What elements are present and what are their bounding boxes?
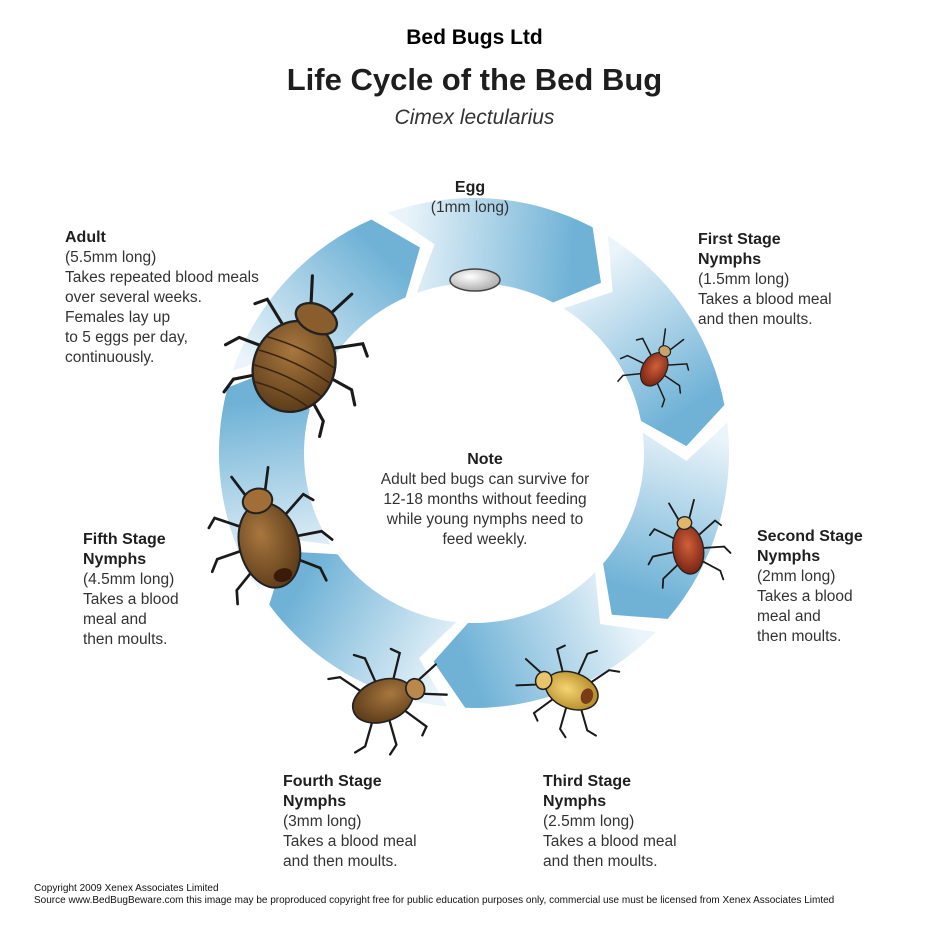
stage-second-size: (2mm long): [757, 568, 836, 585]
stage-egg-name: Egg: [454, 179, 486, 196]
first-stage-nymph-icon: [609, 316, 706, 412]
species-subtitle: Cimex lectularius: [394, 106, 555, 129]
stage-adult-name: Adult: [65, 229, 106, 246]
arrow-egg-to-first: [388, 197, 601, 303]
second-stage-nymph-icon: [639, 494, 735, 591]
stage-first-nymph: First Stage Nymphs (1.5mm long) Takes a …: [698, 230, 918, 330]
third-stage-nymph-icon: [504, 627, 625, 748]
stage-fifth-size: (4.5mm long): [83, 571, 175, 588]
note-text: Adult bed bugs can survive for 12-18 mon…: [380, 471, 590, 548]
stage-second-nymph: Second Stage Nymphs (2mm long) Takes a b…: [757, 527, 937, 647]
stage-fourth-desc: Takes a blood meal and then moults.: [283, 833, 417, 870]
stage-fourth-size: (3mm long): [283, 813, 362, 830]
arrow-second-to-third: [603, 422, 730, 619]
source-text: Source www.BedBugBeware.com this image m…: [34, 895, 835, 906]
stage-third-size: (2.5mm long): [543, 813, 635, 830]
company-name: Bed Bugs Ltd: [406, 26, 543, 49]
stage-second-desc: Takes a blood meal and then moults.: [757, 588, 853, 645]
fourth-stage-nymph-icon: [322, 628, 461, 767]
copyright-text: Copyright 2009 Xenex Associates Limited: [34, 883, 219, 894]
stage-adult: Adult (5.5mm long) Takes repeated blood …: [65, 228, 305, 368]
arrow-fourth-to-fifth: [269, 551, 457, 707]
stage-fifth-nymph: Fifth Stage Nymphs (4.5mm long) Takes a …: [83, 530, 243, 650]
stage-third-name: Third Stage Nymphs: [543, 773, 632, 810]
stage-adult-size: (5.5mm long): [65, 249, 157, 266]
page-title: Life Cycle of the Bed Bug: [286, 62, 663, 97]
fifth-stage-nymph-icon: [188, 454, 344, 610]
stage-third-desc: Takes a blood meal and then moults.: [543, 833, 677, 870]
arrow-third-to-fourth: [433, 572, 656, 708]
stage-fifth-name: Fifth Stage Nymphs: [83, 531, 166, 568]
stage-fourth-nymph: Fourth Stage Nymphs (3mm long) Takes a b…: [283, 772, 483, 872]
center-note: Note Adult bed bugs can survive for 12-1…: [350, 450, 620, 550]
stage-third-nymph: Third Stage Nymphs (2.5mm long) Takes a …: [543, 772, 743, 872]
stage-egg-size: (1mm long): [430, 199, 510, 216]
adult-bed-bug-icon: [205, 253, 399, 446]
stage-fourth-name: Fourth Stage Nymphs: [283, 773, 382, 810]
egg-illustration: [449, 268, 501, 292]
stage-first-size: (1.5mm long): [698, 271, 790, 288]
stage-second-name: Second Stage Nymphs: [757, 528, 863, 565]
stage-fifth-desc: Takes a blood meal and then moults.: [83, 591, 179, 648]
stage-egg: Egg (1mm long): [395, 178, 545, 218]
stage-adult-desc: Takes repeated blood meals over several …: [65, 269, 259, 366]
stage-first-desc: Takes a blood meal and then moults.: [698, 291, 832, 328]
stage-first-name: First Stage Nymphs: [698, 231, 781, 268]
note-title: Note: [467, 451, 503, 468]
